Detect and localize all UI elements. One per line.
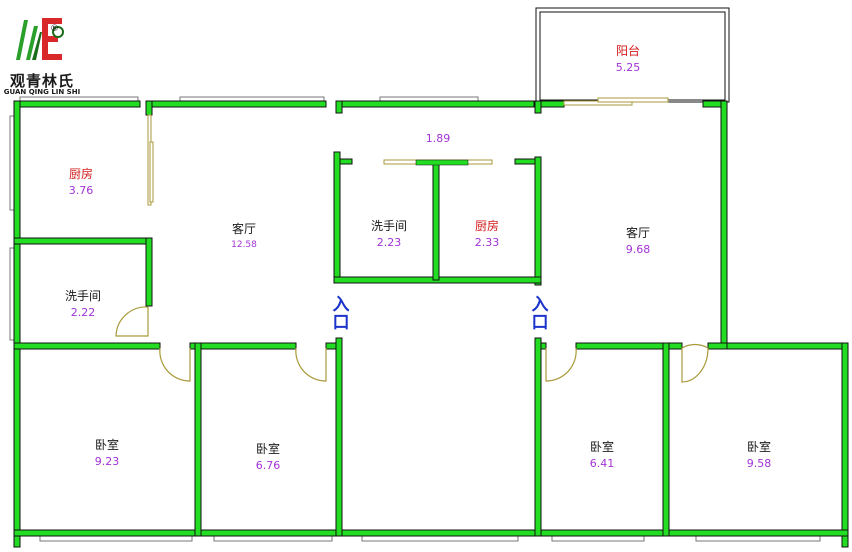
room-bedroom-3: 卧室 6.41 [590,440,615,470]
room-kitchen-left: 厨房 3.76 [69,167,94,197]
room-bath-center: 洗手间 2.23 [371,219,407,249]
room-name: 卧室 [589,440,614,454]
room-name: 厨房 [68,167,93,181]
room-name: 阳台 [615,44,640,58]
room-bath-left: 洗手间 2.22 [65,289,101,319]
room-bedroom-1: 卧室 9.23 [95,438,120,468]
room-area: 12.58 [231,240,257,250]
sliding-door-center-green [415,159,469,166]
brand-logo: ® 观青林氏 GUAN QING LIN SHI [2,2,82,98]
room-corridor: 1.89 [426,129,451,145]
room-area: 6.76 [255,459,281,472]
room-balcony: 阳台 5.25 [616,44,641,74]
room-name: 卧室 [255,442,280,456]
room-area: 3.76 [68,184,94,197]
entrance-char-2: 口 [332,313,350,333]
room-name: 卧室 [746,440,771,454]
room-bedroom-4: 卧室 9.58 [747,440,772,470]
walls [13,100,849,548]
room-name: 洗手间 [64,289,102,303]
entrance-char-1: 入 [531,295,549,315]
logo-english-text: GUAN QING LIN SHI [3,88,81,96]
entrance-char-2: 口 [531,313,549,333]
room-area: 2.33 [474,236,500,249]
room-living-left: 客厅 12.58 [231,222,257,252]
room-area: 5.25 [615,61,641,74]
entrance-left: 入 口 [330,296,352,332]
room-name: 卧室 [94,438,119,452]
room-area: 6.41 [589,457,615,470]
room-area: 9.23 [94,455,120,468]
room-kitchen-center: 厨房 2.33 [475,219,500,249]
swing-doors [115,306,709,383]
room-area: 1.89 [425,132,451,145]
logo-chinese-text: 观青林氏 [9,72,74,90]
entrance-char-1: 入 [332,295,350,315]
room-name: 客厅 [231,222,257,236]
room-area: 9.68 [625,243,651,256]
logo-mark-icon [16,18,64,60]
room-area: 2.22 [70,306,96,319]
room-name: 厨房 [474,219,499,233]
room-name: 客厅 [625,226,650,240]
entrance-right: 入 口 [529,296,551,332]
sliding-doors [147,97,669,206]
wall-stubs [335,100,542,114]
room-area: 2.23 [376,236,402,249]
room-bedroom-2: 卧室 6.76 [256,442,281,472]
room-area: 9.58 [746,457,772,470]
room-name: 洗手间 [370,219,408,233]
logo-registered-mark: ® [50,24,59,34]
room-living-right: 客厅 9.68 [626,226,651,256]
